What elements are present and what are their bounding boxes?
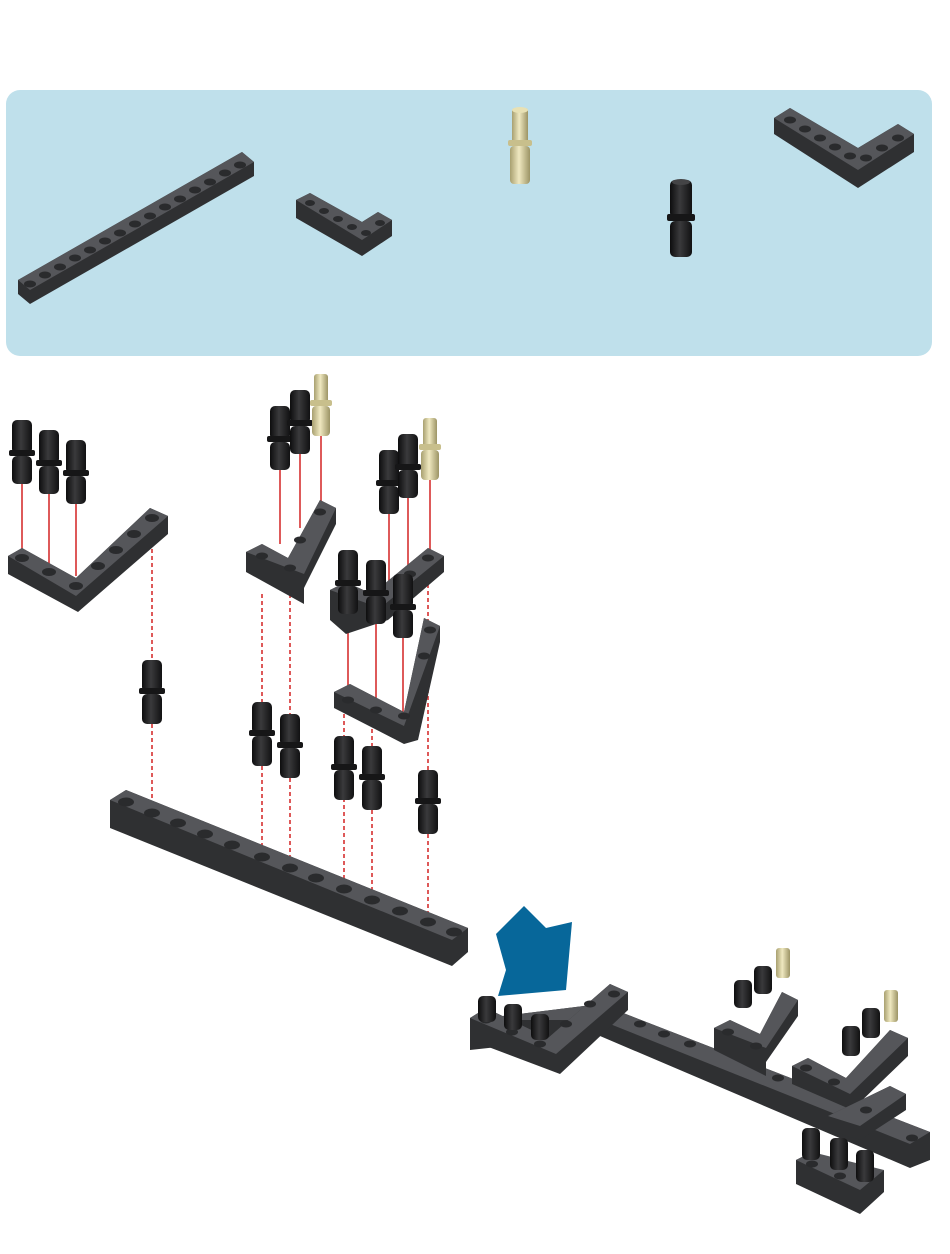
parts-black-friction-pin xyxy=(667,179,695,257)
pin xyxy=(36,430,62,494)
pin xyxy=(9,420,35,484)
assembly-beam-15 xyxy=(110,790,468,966)
assembly-l-beam-middle xyxy=(246,500,336,604)
pin xyxy=(249,702,275,766)
pin xyxy=(287,390,313,454)
direction-arrow xyxy=(496,906,572,996)
assembly-l-beam-lower-right xyxy=(334,618,440,744)
pin xyxy=(277,714,303,778)
pin xyxy=(390,574,416,638)
assembly-l-beam-left xyxy=(8,508,168,612)
pin xyxy=(139,660,165,724)
pin xyxy=(63,440,89,504)
pin xyxy=(415,770,441,834)
tan-pin xyxy=(310,374,332,436)
pin xyxy=(359,746,385,810)
pin xyxy=(395,434,421,498)
tan-pin xyxy=(419,418,441,480)
pin xyxy=(267,406,293,470)
pin xyxy=(335,550,361,614)
pin xyxy=(331,736,357,800)
pin xyxy=(363,560,389,624)
